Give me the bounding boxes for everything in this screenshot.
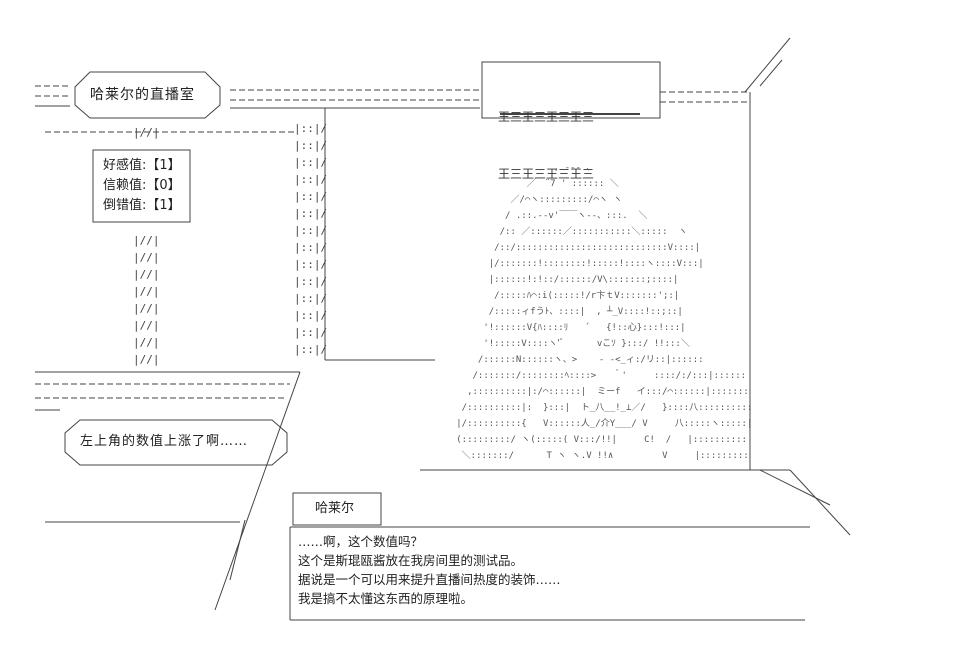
speaker-name: 哈莱尔 bbox=[315, 501, 355, 516]
dialogue-line: 我是搞不太懂这东西的原理啦。 bbox=[298, 591, 474, 606]
dialogue-box: ……啊，这个数值吗？ 这个是斯琨瓯酱放在我房间里的测试品。 据说是一个可以用来提… bbox=[298, 532, 561, 608]
pillar-left: |//| |//| |//| |//| |//| |//| |//| |//| bbox=[133, 234, 160, 366]
stat-affection: 好感值:【1】 bbox=[103, 158, 181, 173]
narration-text: 左上角的数值上涨了啊…… bbox=[80, 434, 249, 449]
dialogue-line: 这个是斯琨瓯酱放在我房间里的测试品。 bbox=[298, 553, 524, 568]
top-sign-row-2: 王三王三王三王三 bbox=[498, 167, 595, 181]
stat-trust: 信赖值:【0】 bbox=[103, 178, 181, 193]
room-sign-title: 哈莱尔的直播室 bbox=[90, 87, 195, 103]
top-sign-row-1: 王三王三王三王三 bbox=[498, 110, 595, 124]
top-sign: 王三王三王三王三 王三王三王三王三 bbox=[498, 70, 594, 222]
stat-perversion: 倒错值:【1】 bbox=[103, 198, 181, 213]
pillar-left-top: |//| bbox=[133, 126, 160, 139]
dialogue-line: 据说是一个可以用来提升直播间热度的装饰…… bbox=[298, 572, 561, 587]
character-ascii-art: , -‐- 、 ／￣¨7 ' :::::: ＼ ／/⌒ヽ:::::::::/⌒ヽ… bbox=[456, 163, 753, 461]
dialogue-line: ……啊，这个数值吗？ bbox=[298, 534, 424, 549]
pillar-right: |::|/ |::|/ |::|/ |::|/ |::|/ |::|/ |::|… bbox=[294, 122, 328, 356]
stats-panel: 好感值:【1】 信赖值:【0】 倒错值:【1】 bbox=[103, 156, 181, 216]
